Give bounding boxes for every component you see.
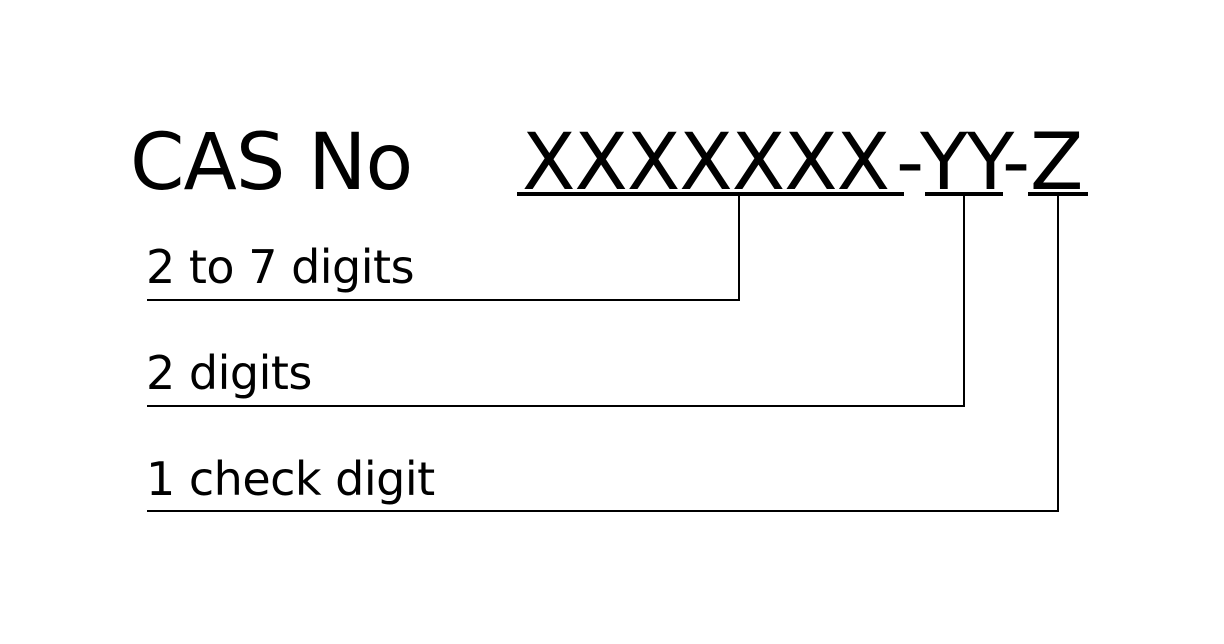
annotation-part2-label: 2 digits <box>146 346 312 400</box>
annotation-part3-label: 1 check digit <box>146 452 435 506</box>
cas-title: CAS No <box>130 118 413 208</box>
cas-part3-placeholder: Z <box>1030 118 1083 208</box>
cas-separator-1: - <box>896 118 924 208</box>
cas-separator-2: - <box>1002 118 1030 208</box>
connector-part1 <box>147 194 740 301</box>
cas-part2-placeholder: YY <box>920 118 1014 208</box>
cas-part1-placeholder: XXXXXXX <box>522 118 890 208</box>
connector-part3 <box>147 194 1059 512</box>
annotation-part1-label: 2 to 7 digits <box>146 240 415 294</box>
connector-part2 <box>147 194 965 407</box>
